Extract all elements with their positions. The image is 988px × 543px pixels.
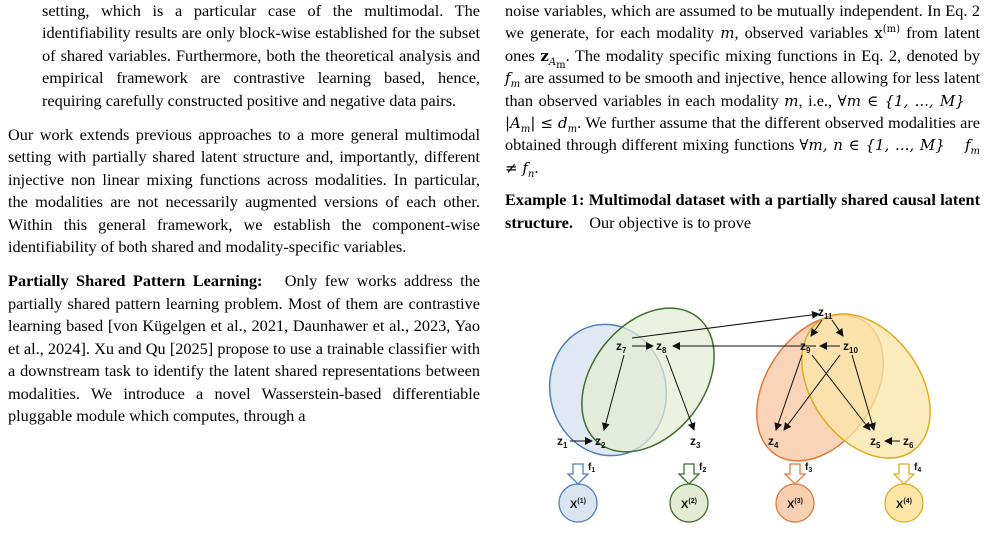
math-symbol: f <box>964 136 971 155</box>
math-subscript: n <box>527 168 535 180</box>
node-z7: z7 <box>616 339 627 355</box>
text-run: , observed variables <box>734 23 869 43</box>
figure-svg: z7 z8 z1 z2 z3 z11 z9 z10 z4 z5 z6 f1 <box>548 305 931 523</box>
math-m: m <box>720 24 735 43</box>
example-text: Our objective is to prove <box>589 212 752 232</box>
latent-nodes: z7 z8 z1 z2 z3 z11 z9 z10 z4 z5 z6 <box>557 305 914 450</box>
math-z-am: zAm <box>540 46 565 71</box>
edge-z10-z4 <box>783 354 841 431</box>
math-forall-mn: ∀m, n ∈ {1, ..., M} <box>799 136 945 155</box>
observed-label-1: X(1) <box>570 498 586 511</box>
edge-z9-z4 <box>774 354 803 431</box>
edge-z11-z9 <box>810 319 823 337</box>
math-f-neq: fm ≠ fn <box>505 136 981 179</box>
mixing-arrow-3-icon <box>783 463 807 485</box>
node-z11: z11 <box>818 305 833 321</box>
paragraph-partially-shared: Partially Shared Pattern Learning: Only … <box>8 270 480 427</box>
mixing-label-4: f4 <box>914 462 921 474</box>
observed-x1 <box>558 483 598 523</box>
node-z2: z2 <box>595 434 606 450</box>
mixing-label-3: f3 <box>805 462 812 474</box>
paragraph-example: Example 1: Multimodal dataset with a par… <box>505 189 980 234</box>
math-forall-m: ∀m ∈ {1, ..., M} <box>837 91 965 110</box>
mixing-arrow-1-icon <box>566 463 590 485</box>
edge-z7-z11 <box>631 310 820 339</box>
edge-z9-z5 <box>811 354 871 431</box>
node-z8: z8 <box>656 339 667 355</box>
math-symbol: x <box>874 24 883 43</box>
modality-2-ellipse <box>581 307 715 453</box>
example-heading: Example 1: Multimodal dataset with a par… <box>505 190 980 232</box>
math-subscript: A <box>548 56 557 68</box>
math-symbol: f <box>505 69 511 88</box>
observed-nodes <box>558 483 924 523</box>
math-subscript: m <box>970 146 981 158</box>
observed-label-2: X(2) <box>681 498 697 511</box>
observed-x4 <box>884 483 924 523</box>
mixing-arrow-2-icon <box>677 463 701 485</box>
mixing-arrow-4-icon <box>892 463 916 485</box>
math-symbol: | ≤ d <box>530 114 568 133</box>
math-m: m <box>784 91 799 110</box>
observed-label-3: X(3) <box>787 498 803 511</box>
math-subscript: m <box>556 59 566 71</box>
indented-paragraph: setting, which is a particular case of t… <box>42 1 480 110</box>
text-run: . We further assume that the different o… <box>505 113 980 155</box>
node-z4: z4 <box>768 434 779 450</box>
edge-z11-z10 <box>831 319 844 337</box>
section-heading: Partially Shared Pattern Learning: <box>8 271 263 291</box>
text-run: , i.e., <box>798 90 833 110</box>
math-subscript: m <box>520 124 531 136</box>
math-f-m: fm <box>505 69 521 91</box>
node-z9: z9 <box>800 339 811 355</box>
math-subscript: m <box>567 124 578 136</box>
paragraph-partially-shared-body: Only few works address the partially sha… <box>8 271 480 425</box>
text-run: noise variables, which are assumed to be… <box>505 1 980 43</box>
observed-x3 <box>775 483 815 523</box>
mixing-arrows <box>566 463 916 485</box>
math-superscript: (m) <box>882 24 901 36</box>
math-subscript: m <box>510 79 521 91</box>
math-x-m: x(m) <box>874 24 900 42</box>
math-symbol: z <box>540 46 549 65</box>
node-z6: z6 <box>903 434 914 450</box>
observed-x2 <box>669 483 709 523</box>
node-z3: z3 <box>690 434 701 450</box>
math-symbol: |A <box>505 114 521 133</box>
edge-z10-z5 <box>851 354 876 431</box>
latent-structure-figure: z7 z8 z1 z2 z3 z11 z9 z10 z4 z5 z6 f1 <box>536 298 956 528</box>
math-symbol: ≠ f <box>505 158 528 177</box>
graph-edges <box>570 310 900 445</box>
mixing-label-1: f1 <box>588 462 595 474</box>
left-column: setting, which is a particular case of t… <box>8 0 480 427</box>
mixing-labels: f1 f2 f3 f4 <box>588 462 921 474</box>
node-z1: z1 <box>557 434 568 450</box>
text-run: . The modality specific mixing functions… <box>565 45 980 65</box>
edge-z8-z3 <box>665 354 696 431</box>
observed-label-4: X(4) <box>896 498 912 511</box>
edge-z7-z2 <box>601 354 625 431</box>
observed-labels: X(1) X(2) X(3) X(4) <box>570 498 912 511</box>
paragraph-noise-variables: noise variables, which are assumed to be… <box>505 1 981 180</box>
math-cardinality: |Am| ≤ dm <box>505 114 578 136</box>
mixing-label-2: f2 <box>699 462 706 474</box>
node-z10: z10 <box>843 339 858 355</box>
paragraph-general-multimodal: Our work extends previous approaches to … <box>8 125 480 257</box>
modality-4-ellipse <box>801 313 931 459</box>
text-run: from latent ones <box>505 23 981 65</box>
right-column: noise variables, which are assumed to be… <box>505 0 980 234</box>
node-z5: z5 <box>870 434 881 450</box>
text-run: are assumed to be smooth and injective, … <box>505 68 980 110</box>
